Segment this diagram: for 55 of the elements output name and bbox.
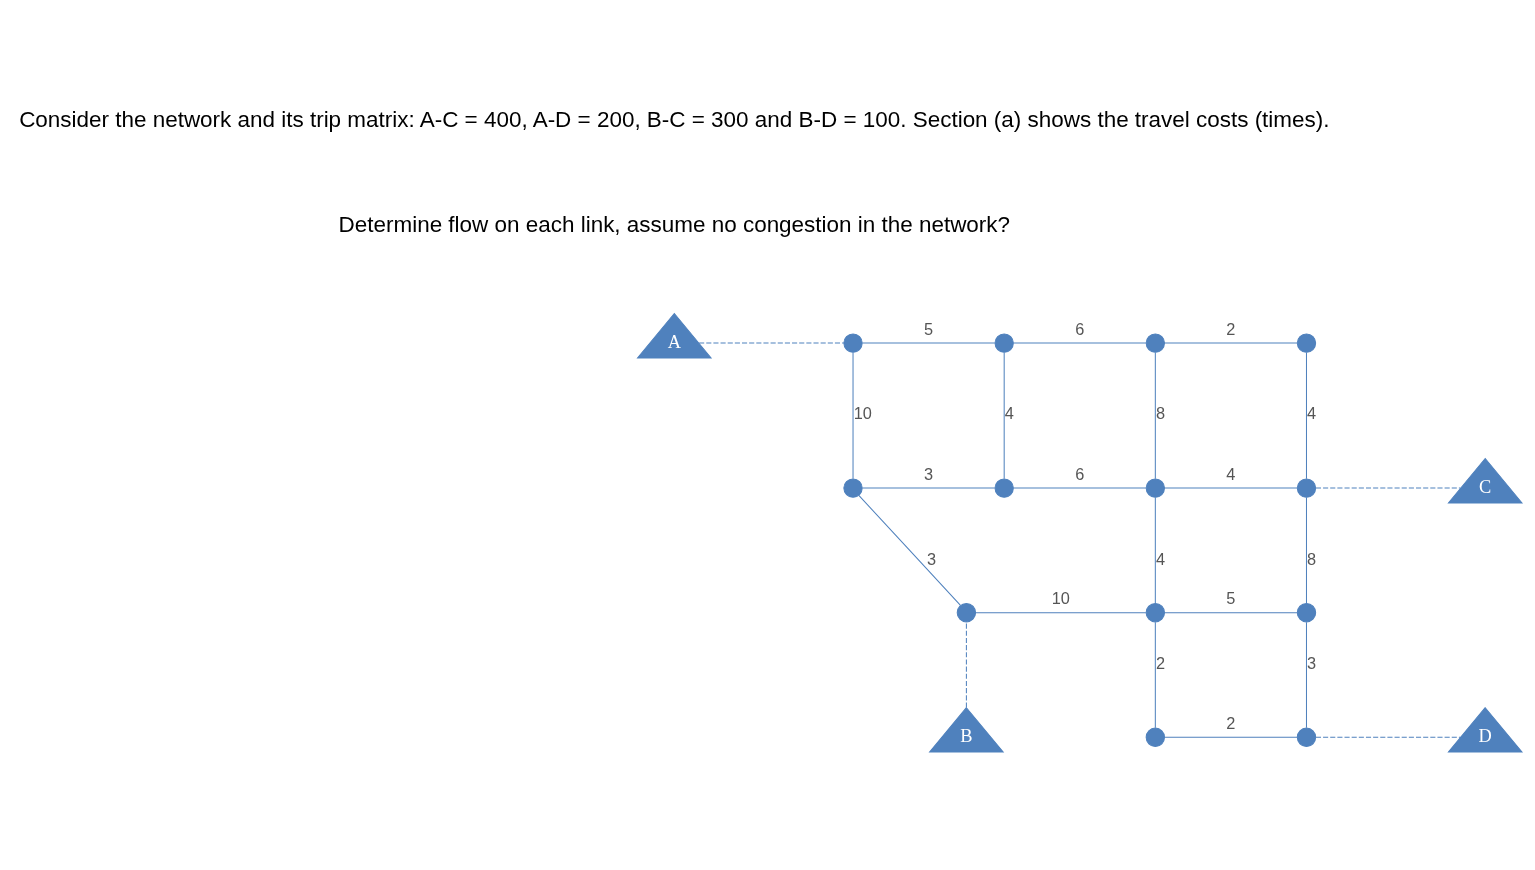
connector — [1305, 621, 1307, 729]
connector — [1164, 736, 1298, 738]
edge-label: 5 — [924, 319, 934, 338]
connector — [1013, 487, 1147, 489]
node-circle — [1296, 727, 1317, 747]
node-circle — [1145, 603, 1166, 623]
connector — [862, 487, 996, 489]
edge-label: 8 — [1307, 549, 1317, 568]
connector — [698, 342, 845, 344]
node-circle — [1145, 478, 1166, 498]
label: Determine flow on each link, assume no congestion in the network? — [338, 212, 1011, 238]
connector — [1164, 342, 1298, 344]
edge-label: 3 — [927, 549, 937, 568]
connector — [965, 621, 967, 708]
node-circle — [1296, 478, 1317, 498]
edge-label: 8 — [1155, 404, 1165, 423]
connector — [1315, 487, 1461, 489]
node-circle — [1145, 727, 1166, 747]
node-circle — [1296, 333, 1317, 353]
edge-label: 5 — [1226, 589, 1236, 608]
label: Consider the network and its trip matrix: A-C = 400, A-D = 200, B-C = 300 and B-D = 100. Section (a) shows the travel costs (times). — [19, 107, 1330, 133]
edge-label: 2 — [1226, 319, 1236, 338]
edge-label: 3 — [1307, 653, 1317, 672]
edge-label: 10 — [853, 404, 872, 423]
edge-label: 2 — [1226, 713, 1236, 732]
node-circle — [994, 333, 1014, 353]
connector — [858, 494, 961, 606]
edge-label: 6 — [1075, 319, 1085, 338]
node-circle — [1145, 333, 1166, 353]
edge-label: 4 — [1226, 464, 1236, 483]
edge-label: 2 — [1155, 653, 1165, 672]
connector — [1154, 352, 1156, 480]
connector — [1013, 342, 1147, 344]
connector — [1315, 736, 1461, 738]
node-circle — [843, 478, 863, 498]
edge-label: 4 — [1004, 404, 1014, 423]
edge-label: 3 — [924, 464, 934, 483]
edge-label: 6 — [1075, 464, 1085, 483]
connector — [862, 342, 996, 344]
connector — [1164, 487, 1298, 489]
connector — [1003, 352, 1005, 480]
node-circle — [843, 333, 863, 353]
connector — [852, 352, 854, 480]
connector — [1154, 497, 1156, 604]
connector — [1154, 621, 1156, 729]
node-circle — [994, 478, 1014, 498]
node-circle — [956, 603, 977, 623]
edge-label: 4 — [1307, 404, 1317, 423]
connector — [975, 612, 1147, 614]
edge-label: 10 — [1051, 589, 1070, 608]
connector — [1164, 612, 1298, 614]
connector — [1305, 497, 1307, 604]
edge-label: 4 — [1155, 549, 1165, 568]
connector — [1305, 352, 1307, 480]
node-circle — [1296, 603, 1317, 623]
